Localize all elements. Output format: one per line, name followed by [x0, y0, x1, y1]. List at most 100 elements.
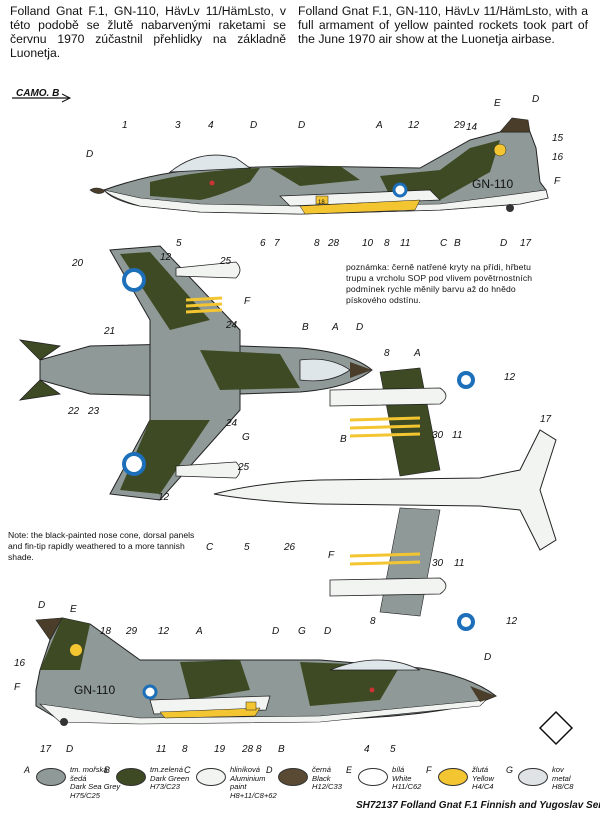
header-english: Folland Gnat F.1, GN-110, HävLv 11/HämLs… [298, 4, 588, 46]
callout-top-view-6: 22 [67, 406, 80, 417]
callout-side-top-23: C [440, 238, 448, 249]
top-view [18, 245, 373, 501]
legend-czech: bílá [392, 765, 405, 774]
callout-top-view-3: F [244, 296, 251, 307]
legend-swatch [358, 768, 388, 786]
legend-code: H75/C25 [70, 790, 100, 800]
callout-top-view-13: 25 [237, 462, 250, 473]
callout-bottom-view-11: 30 [432, 558, 444, 569]
legend-letter: C [184, 765, 191, 775]
callout-bottom-view-6: 17 [540, 414, 552, 425]
legend-english: Dark Sea Grey [70, 782, 121, 792]
callout-bottom-view-2: 12 [504, 372, 516, 383]
callout-side-top-5: A [375, 120, 383, 131]
callout-top-view-1: 12 [160, 252, 172, 263]
legend-czech: tm. mořská šedá [70, 765, 108, 783]
legend-code: H73/C23 [150, 782, 180, 792]
legend-swatch [518, 768, 548, 786]
callout-side-top-13: F [554, 176, 561, 187]
callout-side-top-14: D [86, 149, 93, 160]
legend-english: Yellow [472, 773, 494, 783]
callout-side-top-22: 11 [400, 238, 410, 249]
callout-side-bottom-12: 17 [40, 744, 52, 755]
legend-code: H8/C8 [552, 782, 574, 792]
callout-side-top-20: 10 [362, 238, 374, 249]
callout-side-bottom-18: 8 [256, 744, 262, 755]
legend-code: H12/C33 [312, 782, 342, 792]
callout-top-view-0: 20 [71, 258, 84, 269]
callout-bottom-view-9: 26 [283, 542, 296, 553]
callout-side-top-11: 15 [552, 133, 564, 144]
callout-side-bottom-17: 28 [241, 744, 254, 755]
legend-english: White [392, 773, 412, 783]
legend-code: H8+11/C8+62 [230, 790, 277, 800]
legend-czech: žlutá [472, 765, 489, 774]
callout-side-top-26: 17 [520, 238, 532, 249]
legend-english: metal [552, 773, 571, 783]
note-czech: poznámka: černě natřené kryty na přídi, … [346, 262, 533, 305]
callout-bottom-view-8: 5 [244, 542, 250, 553]
legend-english: Dark Green [150, 773, 190, 783]
callout-side-bottom-13: D [66, 744, 73, 755]
callout-side-bottom-14: 11 [156, 744, 166, 755]
callout-top-view-14: 12 [158, 492, 170, 503]
callout-side-bottom-0: D [38, 600, 45, 611]
side-top-code: GN-110 [472, 177, 513, 191]
legend-letter: B [104, 765, 111, 775]
legend-letter: G [506, 765, 514, 775]
legend-swatch [36, 768, 66, 786]
side-view-top: GN-110 18 [89, 117, 549, 215]
legend-letter: E [346, 765, 353, 775]
legend-letter: D [266, 765, 273, 775]
callout-side-bottom-3: 29 [125, 626, 138, 637]
callout-top-view-10: D [356, 322, 363, 333]
legend-swatch [116, 768, 146, 786]
callout-bottom-view-4: 30 [432, 430, 444, 441]
callout-side-top-18: 8 [314, 238, 320, 249]
callout-side-top-2: 4 [208, 120, 214, 131]
callout-side-bottom-7: A [195, 626, 203, 637]
bottom-view [213, 367, 557, 631]
callout-bottom-view-5: 11 [452, 430, 462, 441]
callout-bottom-view-1: A [413, 348, 421, 359]
callout-side-top-3: D [250, 120, 257, 131]
callout-top-view-12: G [242, 432, 250, 443]
legend-english: Aluminium paint [230, 773, 266, 792]
callout-side-top-10: D [532, 94, 539, 105]
callout-top-view-2: 25 [219, 256, 232, 267]
callout-bottom-view-13: 8 [370, 616, 376, 627]
legend-english: Black [312, 773, 331, 783]
header-czech: Folland Gnat F.1, GN-110, HävLv 11/HämLs… [10, 4, 286, 60]
footer-caption: SH72137 Folland Gnat F.1 Finnish and Yug… [356, 800, 600, 811]
callout-side-top-8: 14 [466, 122, 478, 133]
legend-letter: F [426, 765, 432, 775]
callout-bottom-view-3: B [340, 434, 347, 445]
callout-top-view-11: 24 [225, 418, 238, 429]
callout-top-view-4: 24 [225, 320, 238, 331]
callout-side-top-25: D [500, 238, 507, 249]
callout-side-bottom-6: 12 [158, 626, 170, 637]
gunze-sangyo-logo [538, 710, 574, 746]
callout-side-top-9: E [494, 98, 501, 109]
callout-side-bottom-11: D [484, 652, 491, 663]
legend-code: H11/C62 [392, 782, 422, 792]
legend-swatch [196, 768, 226, 786]
note-english: Note: the black-painted nose cone, dorsa… [8, 530, 195, 562]
callout-side-bottom-2: 18 [100, 626, 112, 637]
legend-swatch [438, 768, 468, 786]
callout-bottom-view-0: 8 [384, 348, 390, 359]
callout-side-bottom-4: 16 [14, 658, 26, 669]
callout-side-top-19: 28 [327, 238, 340, 249]
callout-top-view-8: B [302, 322, 309, 333]
legend-czech: černá [312, 765, 331, 774]
callout-side-bottom-8: D [272, 626, 279, 637]
callout-side-top-15: 5 [176, 238, 182, 249]
legend-code: H4/C4 [472, 782, 494, 792]
legend-czech: tm.zelená [150, 765, 183, 774]
callout-side-top-21: 8 [384, 238, 390, 249]
